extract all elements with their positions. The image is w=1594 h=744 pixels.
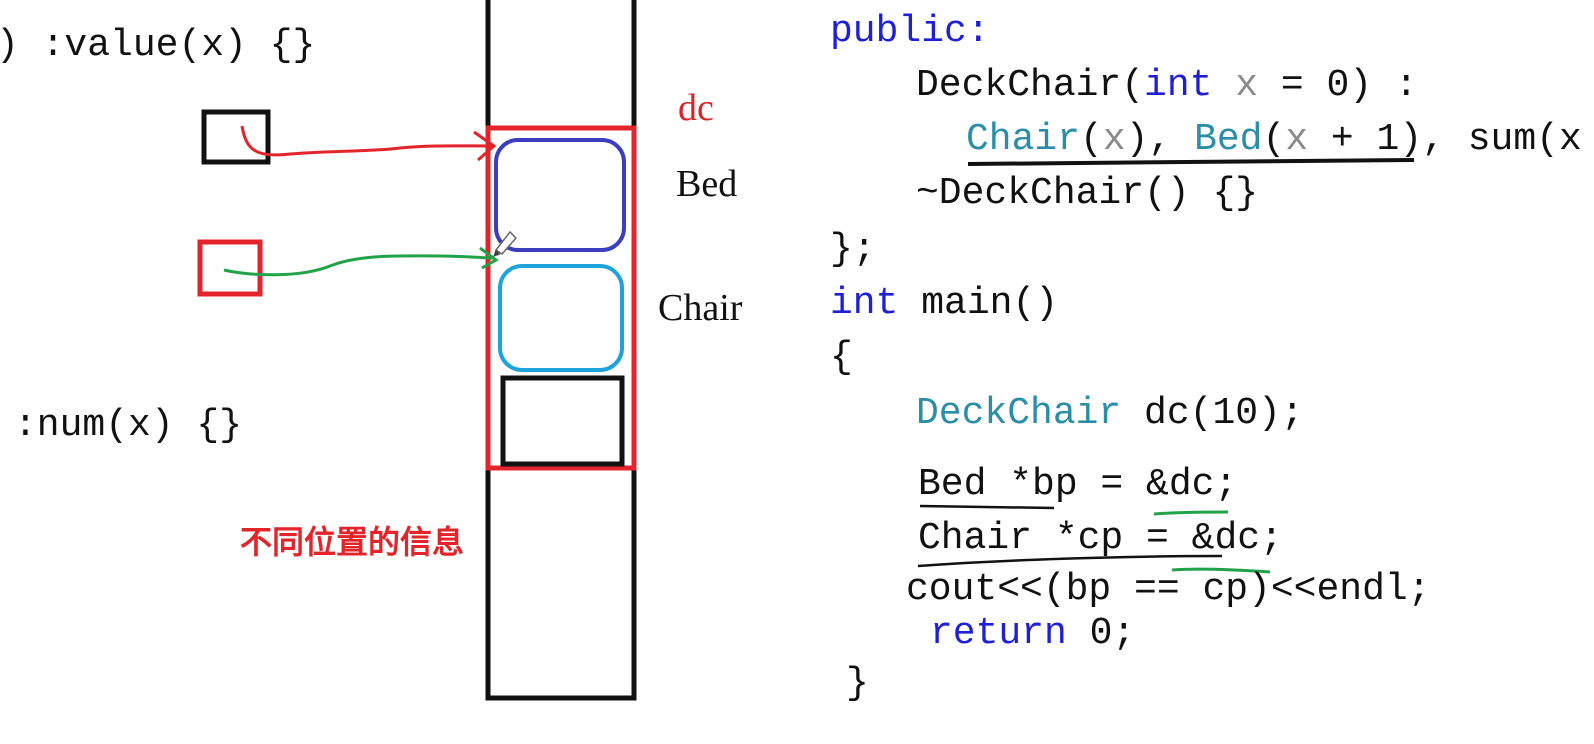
code-initializer-list: Chair(x), Bed(x + 1), sum(x (966, 118, 1582, 161)
code-constructor: DeckChair(int x = 0) : (916, 64, 1418, 107)
dc-object-box (485, 125, 637, 471)
dc-label: dc (678, 87, 714, 129)
bed-label: Bed (676, 163, 738, 205)
init-list-underline (967, 158, 1415, 166)
annotation-text: 不同位置的信息 (240, 523, 465, 561)
code-declaration: DeckChair dc(10); (916, 392, 1304, 435)
code-bp-line: Bed *bp = &dc; (918, 463, 1238, 506)
bp-arrow (240, 125, 493, 157)
bp-decl-underline (919, 504, 1055, 510)
left-code-line-num: :num(x) {} (14, 404, 243, 447)
code-main-close: } (846, 662, 869, 705)
bp-dc-green-underline (1153, 510, 1229, 516)
code-cp-line: Chair *cp = &dc; (918, 517, 1283, 560)
member-box (500, 375, 625, 467)
cp-arrow (223, 254, 495, 277)
code-class-close: }; (830, 228, 876, 271)
bp-arrow-head (473, 130, 497, 162)
left-code-line-value: ) :value(x) {} (0, 24, 316, 67)
cp-decl-underline (917, 554, 1223, 568)
bp-pointer-box (201, 109, 271, 165)
code-main-signature: int main() (830, 282, 1059, 325)
code-cout-line: cout<<(bp == cp)<<endl; (906, 568, 1431, 611)
chair-label: Chair (658, 287, 743, 329)
cp-arrow-head (479, 246, 499, 270)
code-main-open: { (830, 336, 853, 379)
memory-column (485, 0, 637, 701)
cp-dc-green-underline (1171, 567, 1271, 574)
code-return-line: return 0; (930, 612, 1136, 655)
chair-subobject-box (498, 264, 624, 372)
code-destructor: ~DeckChair() {} (916, 172, 1259, 215)
pen-cursor-icon (493, 230, 518, 257)
cp-pointer-box (197, 239, 263, 297)
code-public: public: (830, 10, 990, 53)
bed-subobject-box (494, 138, 626, 252)
